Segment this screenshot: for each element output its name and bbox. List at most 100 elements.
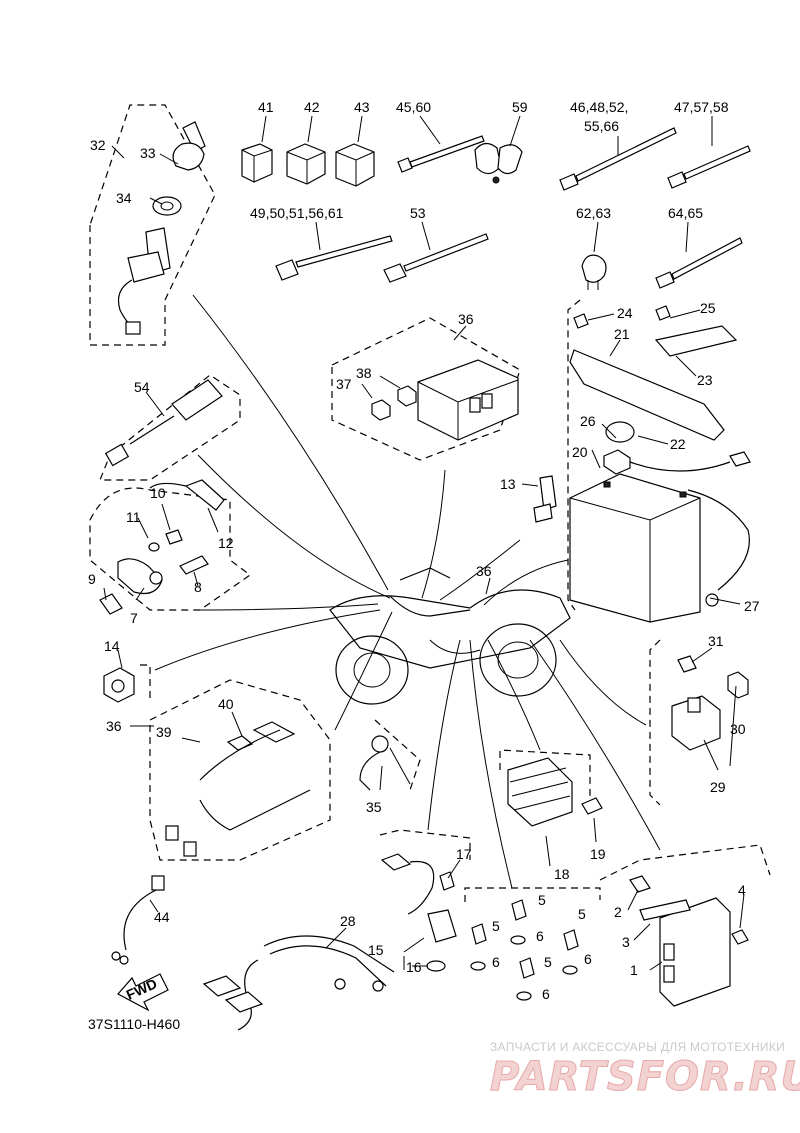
callout-18: 18 [554,866,570,882]
part-31-bolt [677,655,697,673]
part-29-starter-relay [671,695,721,751]
callout-25: 25 [700,300,716,316]
callout-ticks [103,115,745,971]
callout-23: 23 [697,372,713,388]
part-53-cable-tie [383,233,489,283]
part-5-switch-a [471,923,487,945]
callout-32: 32 [90,137,106,153]
part-21-battery-band [569,349,725,441]
part-20-battery [569,473,701,623]
callout-13: 13 [500,476,516,492]
watermark-brand: PARTSFOR.RU [490,1054,800,1100]
main-switch-body [117,227,171,335]
callout-1: 1 [630,962,638,978]
part-33-key [172,121,206,171]
callout-53: 53 [410,205,426,221]
callout-11: 11 [126,509,141,525]
callout-38: 38 [356,365,372,381]
callout-47-57-58: 47,57,58 [674,99,729,115]
callout-19: 19 [590,846,606,862]
part-28-sub-harness [202,935,395,1031]
callout-49-50-51-56-61: 49,50,51,56,61 [250,205,344,221]
part-1-cdi-unit [659,897,731,1007]
callout-6-d: 6 [542,986,550,1002]
callout-14: 14 [104,638,120,654]
group-18-outline [499,749,591,800]
part-24-bolt [573,313,589,329]
group-36-39-40-outline [149,679,331,861]
callout-35: 35 [366,799,382,815]
part-8-bolt [179,555,209,575]
part-10-bolt [165,529,183,545]
callout-3: 3 [622,934,630,950]
callout-5-b: 5 [538,892,546,908]
callout-33: 33 [140,145,156,161]
part-54-plug [104,379,223,467]
group-54-outline [99,374,241,481]
callout-36-center: 36 [476,563,492,579]
part-49-cable-tie [275,235,393,281]
part-45-cable-tie [397,135,485,173]
part-3-bracket [639,899,691,921]
part-43-relay [335,143,375,187]
part-12-plug-cap [149,479,225,511]
callout-44: 44 [154,909,170,925]
callout-42: 42 [304,99,320,115]
callout-5-d: 5 [544,954,552,970]
callout-36-harness: 36 [106,718,122,734]
callout-29: 29 [710,779,726,795]
part-5-switch-d [519,957,535,979]
callout-27: 27 [744,598,760,614]
part-59-clamp [474,142,523,184]
group-1-4-outline [599,844,771,881]
atv-vehicle [329,567,571,705]
callout-21: 21 [614,326,630,342]
callout-9: 9 [88,571,96,587]
part-47-cable-tie [667,145,751,189]
part-23-bracket [654,325,738,357]
watermark: ЗАПЧАСТИ И АКСЕССУАРЫ ДЛЯ МОТОТЕХНИКИ PA… [490,1040,800,1101]
callout-5-c: 5 [578,906,586,922]
part-35-switch [359,735,411,791]
part-37-fuse [371,399,391,421]
part-5-switch-b [511,899,527,921]
part-25-bolt [655,305,671,321]
callout-40: 40 [218,696,234,712]
callout-8: 8 [194,579,202,595]
watermark-tagline: ЗАПЧАСТИ И АКСЕССУАРЫ ДЛЯ МОТОТЕХНИКИ [490,1040,785,1054]
callout-36-relay: 36 [458,311,474,327]
callout-28: 28 [340,913,356,929]
part-9-sleeve [99,593,123,615]
callout-17: 17 [456,846,472,862]
part-15-sensor-harness [380,853,457,943]
part-7-coil [117,558,163,595]
callout-6-c: 6 [584,951,592,967]
callout-62-63: 62,63 [576,205,611,221]
part-19-bolt [581,797,603,815]
part-22-damper [605,421,635,443]
callout-4: 4 [738,882,746,898]
callout-labels: 41 42 43 45,60 59 46,48,52, 55,66 47,57,… [88,99,760,1032]
fwd-arrow: FWD [117,973,169,1012]
group-20-27-outline [567,299,581,611]
callout-26: 26 [580,413,596,429]
callout-37: 37 [336,376,352,392]
part-46-cable-tie [559,127,677,191]
callout-6-a: 6 [536,928,544,944]
part-2-bolt [629,875,651,893]
part-30-fuse [727,671,749,699]
callout-10: 10 [150,485,166,501]
callout-12: 12 [218,535,234,551]
part-4-grommet [731,929,749,945]
callout-30: 30 [730,721,746,737]
callout-6-b: 6 [492,954,500,970]
callout-43: 43 [354,99,370,115]
callout-39: 39 [156,724,172,740]
callout-55-66: 55,66 [584,118,619,134]
part-38-fuse [397,385,417,407]
callout-34: 34 [116,190,132,206]
part-18-regulator [507,757,573,827]
harness-39-wires [165,729,311,857]
part-44-lead [111,875,165,965]
